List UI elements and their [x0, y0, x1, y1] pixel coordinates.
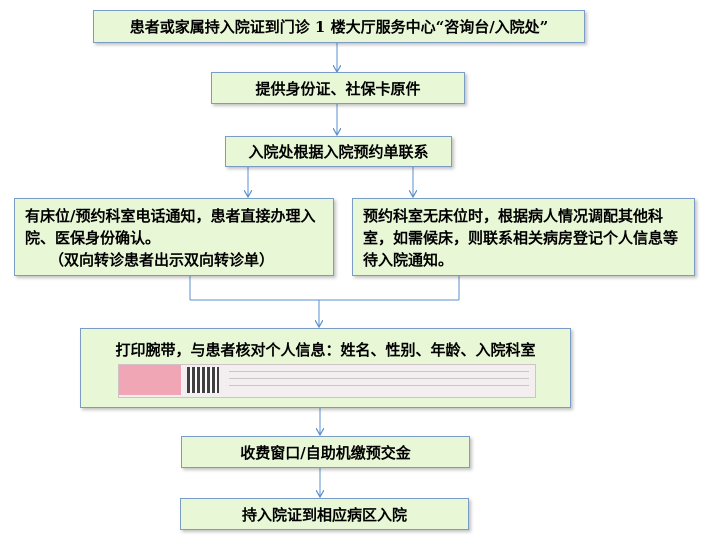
step-6-box: 持入院证到相应病区入院 — [180, 498, 469, 530]
branch-left-box: 有床位/预约科室电话通知，患者直接办理入院、医保身份确认。 （双向转诊患者出示双… — [14, 198, 334, 276]
step-2-text: 提供身份证、社保卡原件 — [255, 79, 421, 98]
step-5-text: 收费窗口/自助机缴预交金 — [240, 443, 411, 462]
step-3-box: 入院处根据入院预约单联系 — [225, 136, 452, 167]
step-1-text: 患者或家属持入院证到门诊 1 楼大厅服务中心“咨询台/入院处” — [129, 18, 549, 36]
wristband-printed-info — [229, 368, 529, 392]
step-6-text: 持入院证到相应病区入院 — [241, 505, 407, 524]
wristband-image — [118, 364, 536, 398]
step-1-box: 患者或家属持入院证到门诊 1 楼大厅服务中心“咨询台/入院处” — [93, 10, 585, 43]
step-5-box: 收费窗口/自助机缴预交金 — [181, 436, 470, 468]
wristband-pink-tab — [119, 365, 181, 395]
step-4-text: 打印腕带，与患者核对个人信息：姓名、性别、年龄、入院科室 — [115, 340, 536, 359]
branch-left-text: 有床位/预约科室电话通知，患者直接办理入院、医保身份确认。 — [25, 207, 316, 247]
step-3-text: 入院处根据入院预约单联系 — [248, 143, 429, 161]
branch-left-note: （双向转诊患者出示双向转诊单） — [49, 251, 275, 269]
branch-right-text: 预约科室无床位时，根据病人情况调配其他科室，如需候床，则联系相关病房登记个人信息… — [363, 207, 679, 269]
step-2-box: 提供身份证、社保卡原件 — [211, 72, 465, 104]
branch-right-box: 预约科室无床位时，根据病人情况调配其他科室，如需候床，则联系相关病房登记个人信息… — [352, 198, 695, 276]
qr-code-icon — [187, 367, 219, 393]
